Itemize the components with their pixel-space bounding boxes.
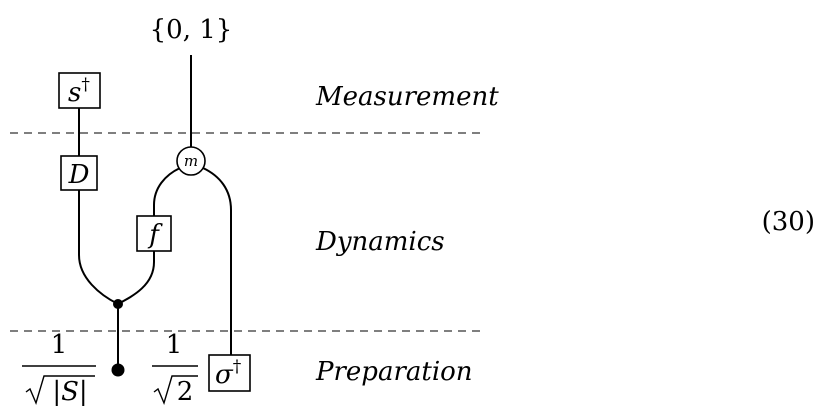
frac-right-numerator: 1 <box>166 330 183 360</box>
s-dagger-label: s† <box>68 75 90 108</box>
m-measurement-circle <box>176 146 206 176</box>
sigma-dagger-label: σ† <box>215 357 242 390</box>
wire-f-to-junction <box>117 251 155 305</box>
copy-junction-dot <box>113 299 123 309</box>
s-dagger-box <box>58 72 101 109</box>
dynamics-label: Dynamics <box>315 227 445 257</box>
preparation-label: Preparation <box>315 357 473 387</box>
wire-m-to-sigma <box>202 167 232 355</box>
frac-right-radicand: 2 <box>177 377 194 406</box>
D-box <box>60 155 98 191</box>
measurement-label: Measurement <box>315 82 499 112</box>
wire-D-to-junction <box>78 188 119 305</box>
D-label: D <box>68 160 90 190</box>
fraction-one-over-sqrt-2: 1 2 <box>152 330 198 406</box>
frac-left-radicand: |S| <box>52 377 87 406</box>
frac-left-numerator: 1 <box>51 330 68 360</box>
f-box <box>136 215 172 252</box>
frac-right-sqrt-sign <box>153 375 198 406</box>
output-set-label: {0, 1} <box>150 15 233 45</box>
wire-f-to-m <box>153 167 181 216</box>
sigma-dagger-box <box>208 354 251 392</box>
equation-number: (30) <box>762 207 815 237</box>
m-label: m <box>184 152 198 170</box>
frac-left-sqrt-sign <box>25 375 95 406</box>
preparation-dot <box>111 363 125 377</box>
fraction-one-over-sqrt-S: 1 |S| <box>22 330 96 406</box>
